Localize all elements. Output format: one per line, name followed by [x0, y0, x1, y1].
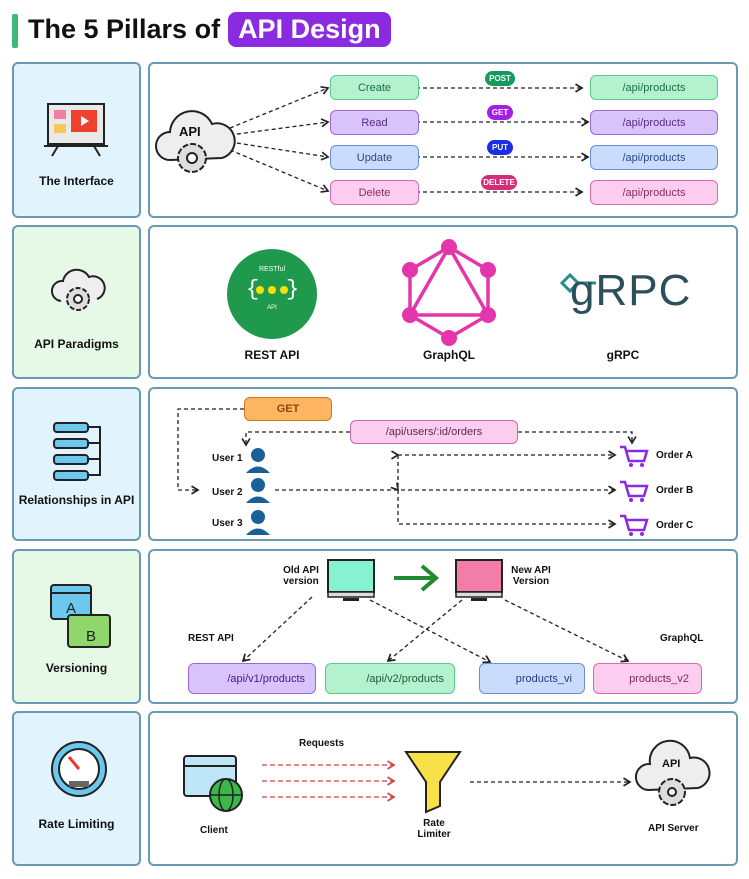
old-api-label: Old API version [283, 565, 319, 587]
method-get: GET [487, 105, 513, 120]
tv-icon [44, 103, 108, 157]
api-label: API [179, 124, 201, 139]
server-api-label: API [662, 758, 681, 770]
rest-api-label: REST API [188, 633, 234, 644]
user-2-label: User 2 [212, 487, 243, 498]
method-delete: DELETE [481, 175, 517, 190]
order-b-label: Order B [656, 485, 694, 496]
pillar-interface: The Interface [12, 62, 141, 218]
requests-label: Requests [299, 738, 345, 749]
title-accent-bar [12, 14, 18, 48]
grpc-logo-text: gRPC [570, 266, 692, 315]
title-prefix: The 5 Pillars of [28, 14, 221, 44]
client-label: Client [200, 825, 228, 836]
get-method-box: GET [244, 397, 332, 421]
gauge-icon [51, 741, 107, 797]
rest-badge-bottom: API [267, 305, 277, 311]
graphql-label: GraphQL [660, 633, 704, 644]
path-read: /api/products [590, 110, 718, 135]
pillar-paradigms: API Paradigms [12, 225, 141, 379]
title-highlight: API Design [228, 12, 391, 47]
pillar-rate-limiting: Rate Limiting [12, 711, 141, 866]
new-api-label: New API Version [511, 565, 551, 587]
pillar-label: Versioning [45, 661, 108, 675]
orders-path-box: /api/users/:id/orders [350, 420, 518, 444]
endpoint-v1-rest: /api/v1/products [188, 663, 316, 694]
rate-limiter-label: Rate Limiter [417, 818, 451, 840]
pillar-label: API Paradigms [34, 337, 119, 351]
op-update[interactable]: Update [330, 145, 419, 170]
method-put: PUT [487, 140, 513, 155]
endpoint-v2-graphql: products_v2 [593, 663, 702, 694]
api-server-label: API Server [648, 823, 699, 834]
path-create: /api/products [590, 75, 718, 100]
user-1-label: User 1 [212, 453, 243, 464]
version-windows-icon: AB [50, 584, 111, 648]
order-a-label: Order A [656, 450, 693, 461]
endpoint-v1-graphql: products_vi [479, 663, 585, 694]
order-c-label: Order C [656, 520, 694, 531]
pillar-relationships: Relationships in API [12, 387, 141, 541]
rate-limiting-panel [148, 711, 738, 866]
op-delete[interactable]: Delete [330, 180, 419, 205]
hierarchy-icon [53, 422, 101, 481]
op-read[interactable]: Read [330, 110, 419, 135]
path-update: /api/products [590, 145, 718, 170]
endpoint-v2-rest: /api/v2/products [325, 663, 455, 694]
pillar-label: Relationships in API [18, 493, 135, 507]
method-post: POST [485, 71, 515, 86]
paradigm-grpc: gRPC [606, 348, 640, 362]
user-3-label: User 3 [212, 518, 243, 529]
paradigm-graphql: GraphQL [422, 348, 475, 362]
rest-badge-top: RESTful [258, 266, 286, 273]
path-delete: /api/products [590, 180, 718, 205]
paradigm-rest: REST API [244, 348, 300, 362]
pillar-label: The Interface [39, 174, 114, 188]
cloud-gear-icon [51, 268, 106, 311]
svg-text:B: B [86, 628, 96, 645]
svg-text:A: A [66, 600, 76, 617]
op-create[interactable]: Create [330, 75, 419, 100]
pillar-label: Rate Limiting [38, 817, 115, 831]
